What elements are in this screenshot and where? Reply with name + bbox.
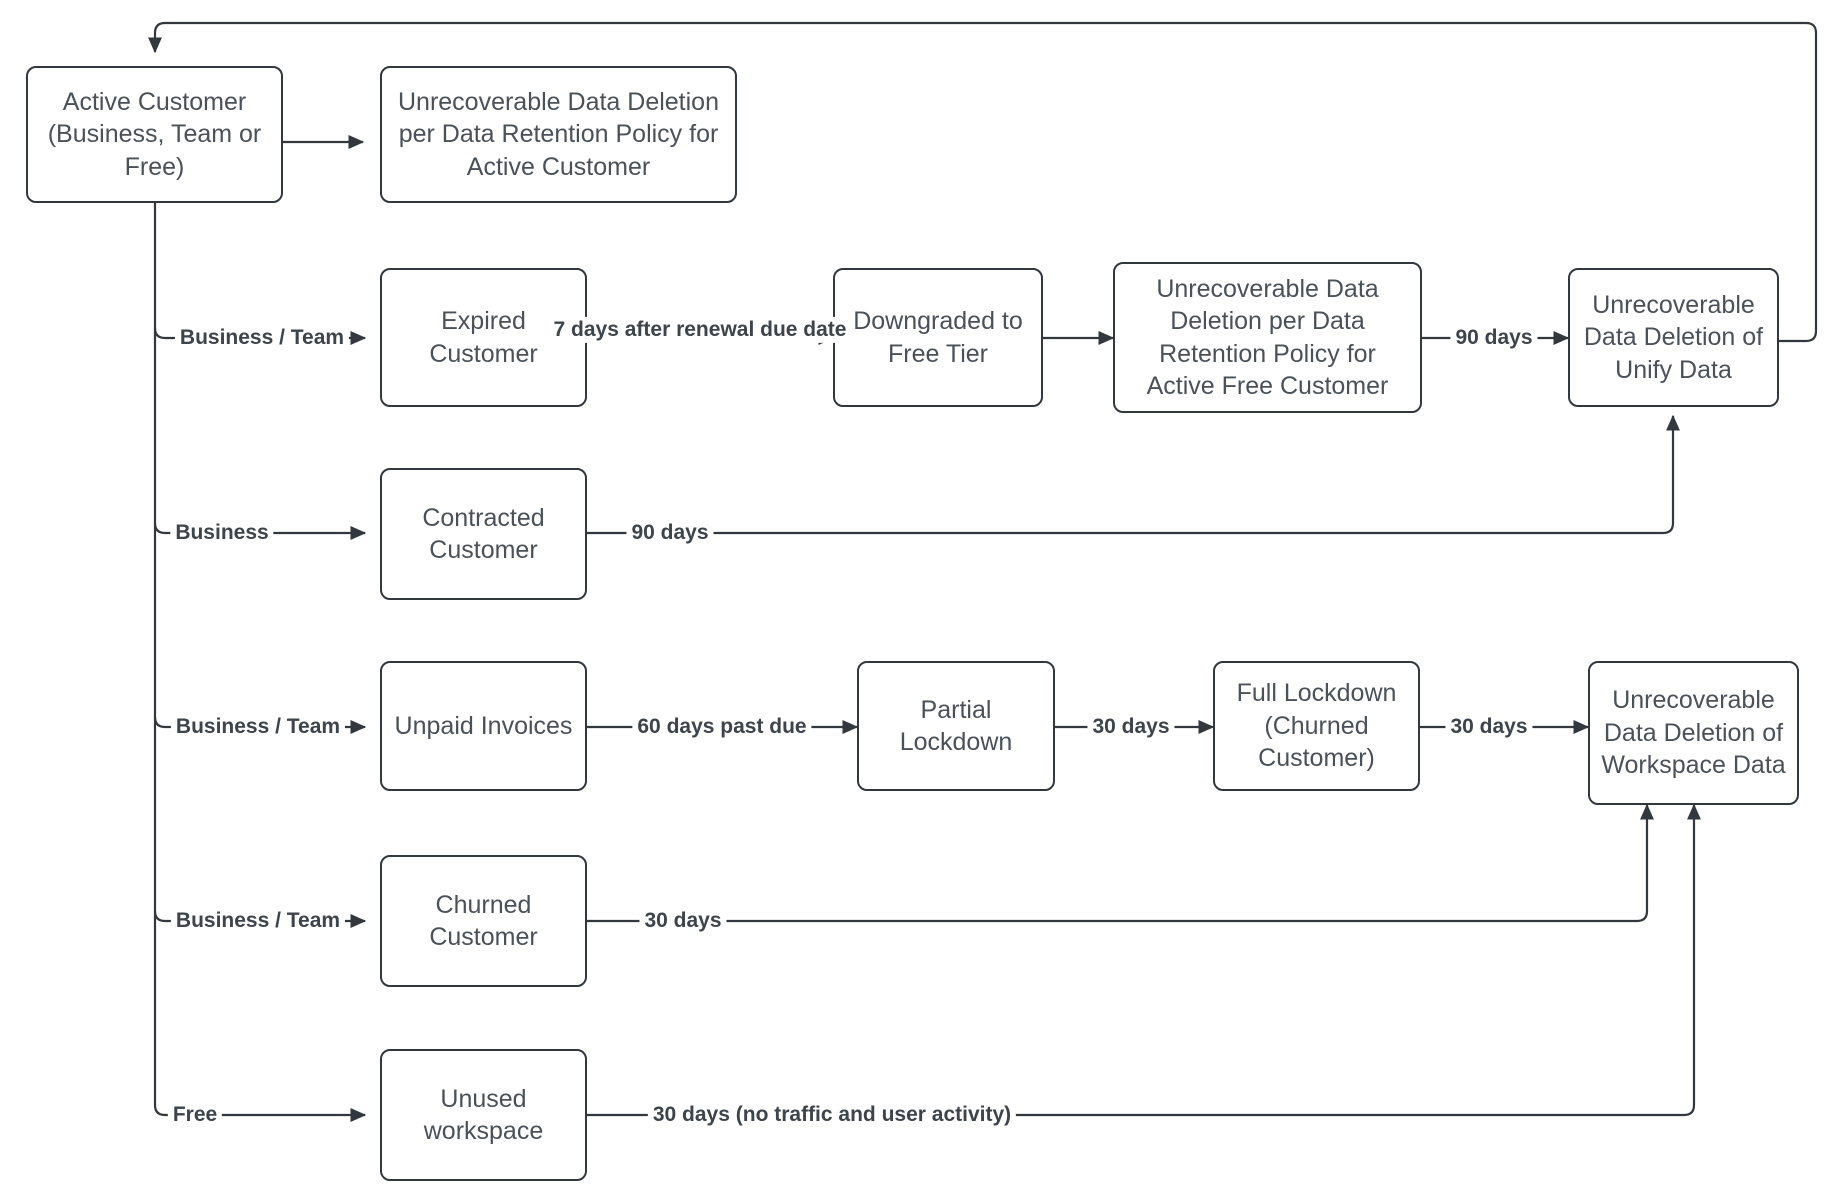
edge-branch-churned xyxy=(153,910,367,928)
node-active-customer[interactable]: Active Customer (Business, Team or Free) xyxy=(26,66,283,203)
node-unpaid-invoices[interactable]: Unpaid Invoices xyxy=(380,661,587,791)
node-full-lockdown[interactable]: Full Lockdown (Churned Customer) xyxy=(1213,661,1420,791)
edge-label-unused-to-workspace: 30 days (no traffic and user activity) xyxy=(647,1101,1017,1129)
node-unused-workspace[interactable]: Unused workspace xyxy=(380,1049,587,1181)
edge-label-branch-business-team-unpaid: Business / Team xyxy=(170,713,346,741)
edge-unify-to-active xyxy=(148,21,1818,343)
edge-unused-to-workspace xyxy=(587,803,1701,1117)
edge-label-expired-to-downgraded: 7 days after renewal due date xyxy=(548,316,852,344)
node-partial-lockdown[interactable]: Partial Lockdown xyxy=(857,661,1055,791)
node-active-retention-policy[interactable]: Unrecoverable Data Deletion per Data Ret… xyxy=(380,66,737,203)
edge-label-free-retention-to-unify: 90 days xyxy=(1450,324,1538,352)
edge-label-branch-business-team-expired: Business / Team xyxy=(174,324,350,352)
edge-branch-contracted xyxy=(153,522,367,540)
node-unify-data-deletion[interactable]: Unrecoverable Data Deletion of Unify Dat… xyxy=(1568,268,1779,407)
edge-label-branch-business-contracted: Business xyxy=(170,519,274,547)
edge-label-contracted-to-unify: 90 days xyxy=(626,519,714,547)
edge-label-branch-free-unused: Free xyxy=(167,1101,223,1129)
edge-churned-to-workspace xyxy=(587,803,1654,923)
edge-trunk-vertical xyxy=(153,203,180,1117)
edge-label-branch-business-team-churned: Business / Team xyxy=(170,907,346,935)
edge-branch-expired xyxy=(153,327,367,345)
node-churned-customer[interactable]: Churned Customer xyxy=(380,855,587,987)
node-downgraded-free-tier[interactable]: Downgraded to Free Tier xyxy=(833,268,1043,407)
node-contracted-customer[interactable]: Contracted Customer xyxy=(380,468,587,600)
edge-label-unpaid-to-partial: 60 days past due xyxy=(632,713,812,741)
node-workspace-data-deletion[interactable]: Unrecoverable Data Deletion of Workspace… xyxy=(1588,661,1799,805)
edge-label-churned-to-workspace: 30 days xyxy=(639,907,727,935)
node-free-retention-policy[interactable]: Unrecoverable Data Deletion per Data Ret… xyxy=(1113,262,1422,413)
edge-label-partial-to-full: 30 days xyxy=(1087,713,1175,741)
edge-contracted-to-unify xyxy=(587,414,1680,535)
edge-branch-unpaid xyxy=(153,716,367,734)
edge-label-full-to-workspace: 30 days xyxy=(1445,713,1533,741)
